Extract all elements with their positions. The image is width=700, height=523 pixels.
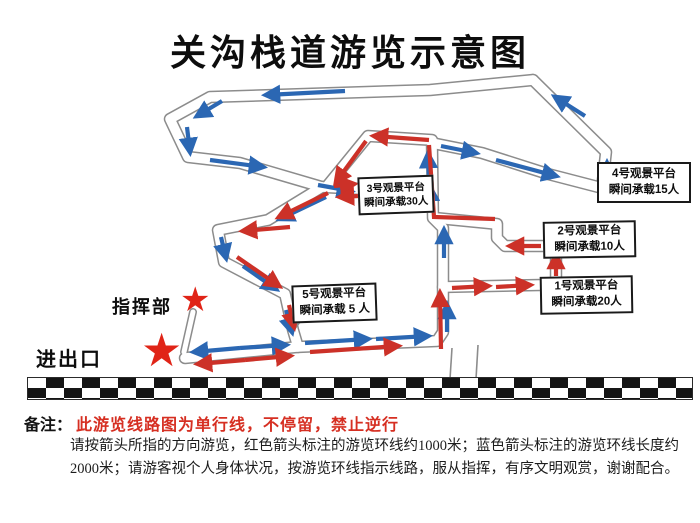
platform-1-capacity: 瞬间承载20人 [551, 295, 622, 309]
platform-3-capacity: 瞬间承载30人 [363, 194, 429, 210]
red-route-arrows [192, 127, 566, 373]
corridor-outlines [163, 73, 613, 365]
platform-1-name: 1号观景平台 [554, 279, 619, 294]
platform-label-3: 3号观景平台 瞬间承载30人 [357, 174, 435, 216]
platform-label-2: 2号观景平台 瞬间承载10人 [542, 220, 637, 259]
remarks-label: 备注： [24, 417, 73, 434]
checkered-road-strip [27, 377, 693, 400]
platform-4-name: 4号观景平台 [612, 167, 676, 180]
corridor-fills [165, 75, 611, 363]
platform-label-5: 5号观景平台 瞬间承载 5 人 [291, 282, 378, 324]
remarks-body: 请按箭头所指的方向游览，红色箭头标注的游览环线约1000米；蓝色箭头标注的游览环… [70, 438, 679, 478]
platform-4-capacity: 瞬间承载15人 [608, 183, 680, 196]
platform-2-name: 2号观景平台 [557, 224, 622, 238]
platform-label-4: 4号观景平台 瞬间承载15人 [597, 162, 691, 203]
platform-5-capacity: 瞬间承载 5 人 [299, 302, 371, 318]
platform-2-capacity: 瞬间承载10人 [554, 239, 625, 254]
command-post-label: 指挥部 [112, 297, 172, 317]
page-title: 关沟栈道游览示意图 [169, 33, 530, 73]
entrance-exit-star-icon: ★ [141, 325, 183, 376]
entrance-exit-label: 进出口 [36, 349, 102, 371]
command-post-star-icon: ★ [180, 282, 211, 319]
remarks-warning: 此游览线路图为单行线，不停留，禁止逆行 [76, 417, 400, 434]
platform-label-1: 1号观景平台 瞬间承载20人 [539, 275, 634, 315]
